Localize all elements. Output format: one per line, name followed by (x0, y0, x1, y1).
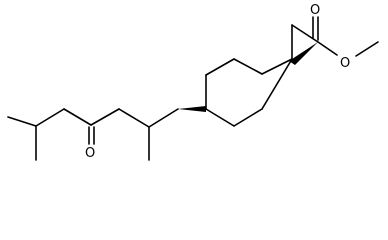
chemical-structure: O O O (7, 3, 379, 161)
bond (261, 58, 293, 110)
bonds (7, 16, 379, 161)
wedge-bond (289, 42, 318, 65)
bond (205, 58, 235, 76)
bond (63, 108, 92, 126)
oxygen-label-ketone: O (85, 146, 95, 161)
bond (233, 58, 263, 75)
bond (233, 108, 263, 127)
atom-labels: O O O (85, 3, 350, 161)
bond (291, 24, 319, 43)
stereo-wedges (178, 42, 318, 112)
oxygen-label-carbonyl: O (310, 3, 320, 18)
bond (261, 58, 293, 75)
bond (35, 108, 65, 127)
bond (205, 108, 235, 127)
bond (317, 41, 338, 56)
wedge-bond (178, 106, 206, 112)
oxygen-label-ester: O (340, 56, 350, 71)
bond (355, 41, 379, 57)
bond (90, 108, 120, 126)
bond (148, 108, 179, 128)
bond (7, 116, 37, 127)
bond (118, 108, 150, 128)
